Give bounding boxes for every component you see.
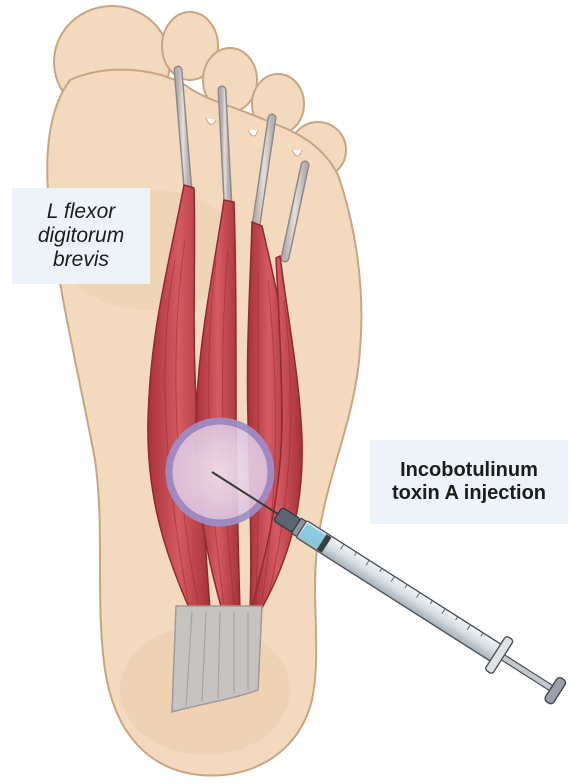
muscle-label-line-2: digitorum xyxy=(38,224,124,248)
injection-site-ring xyxy=(169,421,271,523)
injection-label-line-2: toxin A injection xyxy=(392,482,546,505)
muscle-label-line-3: brevis xyxy=(53,248,109,272)
injection-label-line-1: Incobotulinum xyxy=(400,459,538,482)
plunger-rod xyxy=(501,655,553,691)
muscle-label: L flexor digitorum brevis xyxy=(12,188,150,284)
injection-label: Incobotulinum toxin A injection xyxy=(370,440,568,524)
injection-site xyxy=(169,421,271,523)
muscle-label-line-1: L flexor xyxy=(47,200,116,224)
thumb-press xyxy=(544,676,567,705)
